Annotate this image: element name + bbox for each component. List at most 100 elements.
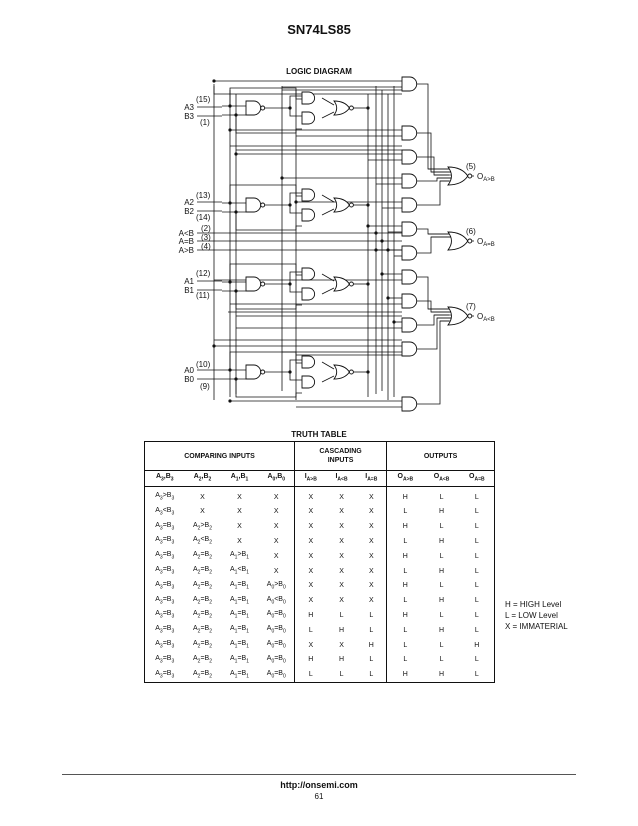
junction-dot xyxy=(380,272,384,276)
table-cell: L xyxy=(439,523,444,531)
table-cell: A0=B0 xyxy=(266,654,286,665)
table-cell: X xyxy=(294,563,327,579)
column-header: IA>B xyxy=(294,470,327,487)
table-cell: A3=B3 xyxy=(155,580,175,591)
column-header: A0,B0 xyxy=(258,470,295,487)
table-cell: A1>B1 xyxy=(230,551,249,561)
inverter-bubble xyxy=(467,313,473,319)
output-label: OA=B xyxy=(477,237,495,248)
group-outputs: OUTPUTS xyxy=(386,441,495,471)
and-gate xyxy=(401,396,418,412)
and-gate xyxy=(401,76,418,92)
table-cell: X xyxy=(294,637,327,653)
junction-dot xyxy=(380,239,384,243)
table-cell: L xyxy=(294,623,327,638)
table-cell: L xyxy=(339,612,344,620)
diagram-heading: LOGIC DIAGRAM xyxy=(286,67,352,76)
input-label: A=B xyxy=(179,237,194,246)
pin-number: (3) xyxy=(201,233,211,242)
nand-gate xyxy=(245,197,262,213)
and-gate xyxy=(301,188,316,202)
table-cell: H xyxy=(294,652,327,668)
table-cell: H xyxy=(294,608,327,624)
table-cell: A1=B1 xyxy=(230,639,249,650)
table-cell: A2<B2 xyxy=(193,536,212,546)
table-cell: L xyxy=(369,612,374,620)
table-cell: A2>B2 xyxy=(193,521,212,531)
table-cell: A1=B1 xyxy=(230,595,249,605)
table-cell: L xyxy=(386,534,424,550)
footer-rule xyxy=(62,774,576,775)
table-cell: X xyxy=(339,641,344,649)
table-cell: X xyxy=(237,508,242,516)
table-cell: L xyxy=(474,597,479,605)
table-cell: L xyxy=(386,504,424,520)
junction-dot xyxy=(374,231,378,235)
table-cell: H xyxy=(386,519,424,535)
output-label: OA<B xyxy=(477,312,495,323)
pin-number: (7) xyxy=(466,302,476,311)
table-cell: X xyxy=(273,493,279,501)
input-label: A0 xyxy=(184,366,194,375)
junction-dot xyxy=(228,399,232,403)
input-label: A>B xyxy=(179,246,194,255)
table-cell: H xyxy=(439,567,445,575)
table-cell: A3<B3 xyxy=(155,506,175,517)
inverter-bubble xyxy=(260,105,266,111)
table-cell: L xyxy=(294,667,327,683)
table-cell: X xyxy=(294,486,327,505)
column-header: A3,B3 xyxy=(144,470,185,487)
junction-dot xyxy=(386,248,390,252)
junction-dot xyxy=(392,320,396,324)
inverter-bubble xyxy=(348,202,354,208)
table-cell: A2=B2 xyxy=(193,610,212,620)
table-cell: L xyxy=(439,552,444,560)
table-cell: A3=B3 xyxy=(155,565,175,576)
table-cell: A1=B1 xyxy=(230,654,249,665)
table-cell: H xyxy=(474,641,480,649)
input-label: A<B xyxy=(179,229,194,238)
and-gate xyxy=(301,267,316,281)
table-cell: L xyxy=(386,593,424,609)
table-cell: H xyxy=(439,597,445,605)
column-header: A1,B1 xyxy=(220,470,259,487)
table-cell: X xyxy=(200,508,205,516)
table-cell: H xyxy=(439,626,445,634)
table-cell: A1=B1 xyxy=(230,625,249,635)
footer-link[interactable]: http://onsemi.com xyxy=(280,780,358,790)
table-cell: H xyxy=(386,549,424,564)
table-cell: X xyxy=(368,538,374,546)
pin-number: (13) xyxy=(196,191,211,200)
table-cell: X xyxy=(368,523,374,531)
input-label: B1 xyxy=(184,286,194,295)
input-label: A3 xyxy=(184,103,194,112)
table-cell: X xyxy=(273,552,279,560)
pin-number: (12) xyxy=(196,269,211,278)
table-cell: L xyxy=(474,671,479,679)
table-cell: X xyxy=(368,582,374,590)
inverter-bubble xyxy=(260,202,266,208)
table-cell: A2=B2 xyxy=(193,654,212,665)
nor-gate xyxy=(333,100,350,116)
table-cell: H xyxy=(386,667,424,683)
table-cell: X xyxy=(294,578,327,594)
junction-dot xyxy=(228,128,232,132)
and-gate xyxy=(401,197,418,213)
page-number: 61 xyxy=(314,792,324,801)
output-nor-gate xyxy=(447,306,469,326)
table-cell: H xyxy=(339,656,345,664)
table-cell: L xyxy=(474,656,479,664)
pin-number: (5) xyxy=(466,162,476,171)
table-cell: A2=B2 xyxy=(193,669,212,679)
table-cell: X xyxy=(339,508,344,516)
pin-number: (9) xyxy=(200,382,210,391)
table-cell: A3=B3 xyxy=(155,521,175,531)
inverter-bubble xyxy=(260,281,266,287)
junction-dot xyxy=(234,152,238,156)
table-cell: X xyxy=(368,508,374,516)
table-cell: L xyxy=(474,523,479,531)
table-cell: A2=B2 xyxy=(193,551,212,561)
and-gate xyxy=(401,293,418,309)
and-gate xyxy=(401,317,418,333)
